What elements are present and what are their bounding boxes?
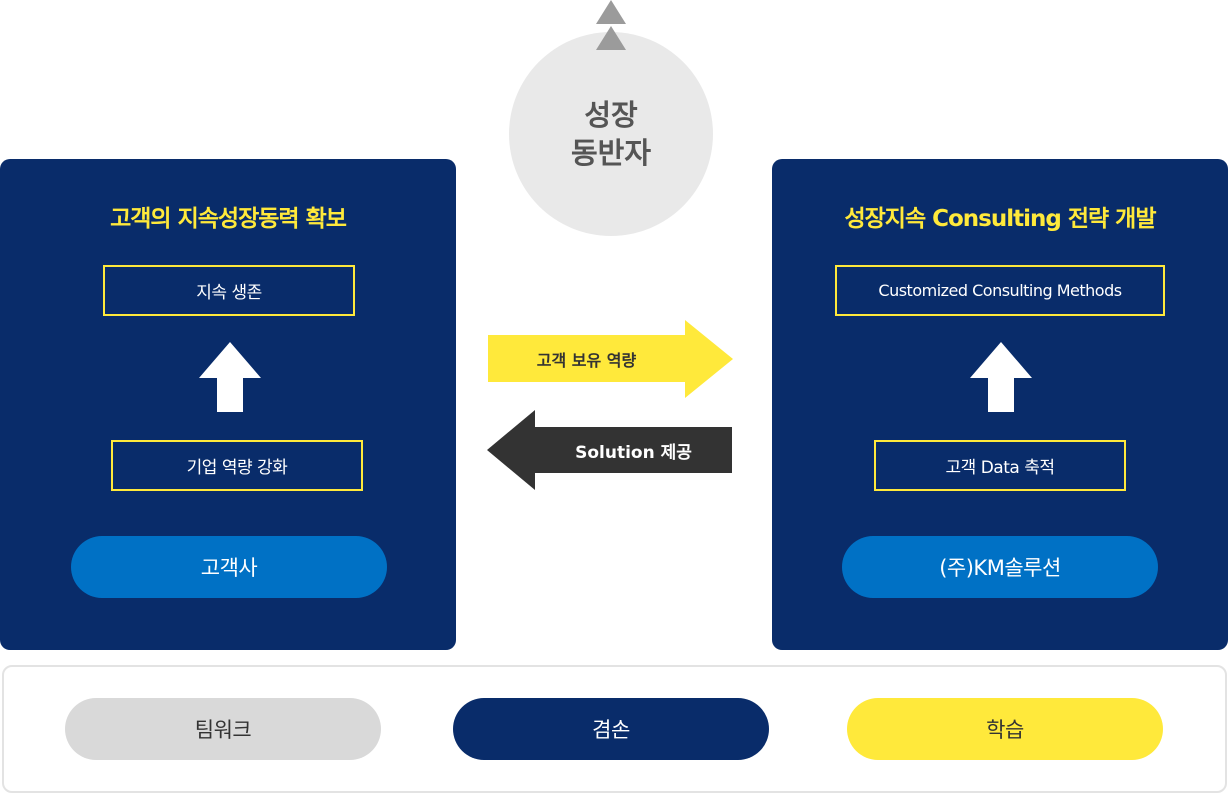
km-bottom-box: 고객 Data 축적 bbox=[874, 440, 1126, 491]
growth-partner-circle: 성장 동반자 bbox=[509, 32, 713, 236]
value-teamwork: 팀워크 bbox=[65, 698, 381, 760]
client-panel-title: 고객의 지속성장동력 확보 bbox=[110, 206, 347, 232]
right-arrow-icon bbox=[488, 320, 733, 398]
client-top-box: 지속 생존 bbox=[103, 265, 355, 316]
left-arrow-icon bbox=[487, 410, 732, 490]
growth-up-arrows-icon bbox=[596, 0, 626, 50]
circle-line1: 성장 bbox=[584, 98, 638, 132]
client-bottom-box: 기업 역량 강화 bbox=[111, 440, 363, 491]
client-panel: 고객의 지속성장동력 확보 지속 생존 기업 역량 강화 고객사 bbox=[0, 159, 456, 650]
solution-arrow-label: Solution 제공 bbox=[575, 442, 692, 463]
km-top-box: Customized Consulting Methods bbox=[835, 265, 1165, 316]
km-pill: (주)KM솔루션 bbox=[842, 536, 1158, 598]
client-pill: 고객사 bbox=[71, 536, 387, 598]
up-arrow-icon bbox=[199, 342, 261, 412]
capability-arrow-label: 고객 보유 역량 bbox=[536, 350, 637, 370]
km-panel: 성장지속 Consulting 전략 개발 Customized Consult… bbox=[772, 159, 1228, 650]
values-container bbox=[2, 665, 1227, 793]
value-humility: 겸손 bbox=[453, 698, 769, 760]
circle-line2: 동반자 bbox=[570, 136, 652, 170]
km-panel-title: 성장지속 Consulting 전략 개발 bbox=[844, 206, 1156, 232]
value-learning: 학습 bbox=[847, 698, 1163, 760]
up-arrow-icon bbox=[970, 342, 1032, 412]
